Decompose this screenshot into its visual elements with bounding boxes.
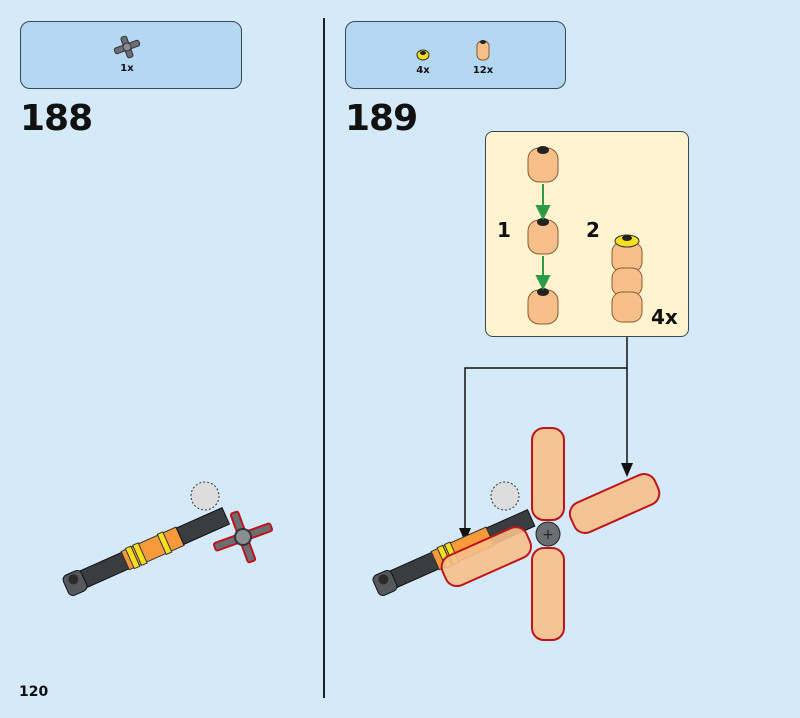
- step-divider: [323, 18, 325, 698]
- part-qty: 1x: [120, 63, 134, 74]
- substep-illustration: [527, 146, 643, 325]
- trans-orange-round-brick-icon: [476, 40, 490, 61]
- substep-1-label: 1: [497, 218, 511, 242]
- part-trans-orange-brick: 12x: [468, 38, 498, 76]
- parts-list-188: 1x: [20, 21, 242, 89]
- substep-2-label: 2: [586, 218, 600, 242]
- part-qty: 12x: [472, 65, 494, 76]
- part-yellow-plate: 4x: [408, 46, 438, 76]
- step-number-189: 189: [345, 98, 418, 139]
- part-cross-connector: 1x: [107, 34, 147, 74]
- parts-list-189: 4x 12x: [345, 21, 566, 89]
- page-number: 120: [19, 684, 49, 700]
- cross-connector-icon: [113, 35, 141, 59]
- svg-text:+: +: [542, 527, 554, 543]
- substep-multiplier: 4x: [651, 305, 678, 329]
- step-188-model: [62, 481, 273, 597]
- substep-box: 1 2 4x: [485, 131, 689, 337]
- step-number-188: 188: [20, 98, 93, 139]
- yellow-round-plate-icon: [416, 49, 430, 61]
- part-qty: 4x: [416, 65, 430, 76]
